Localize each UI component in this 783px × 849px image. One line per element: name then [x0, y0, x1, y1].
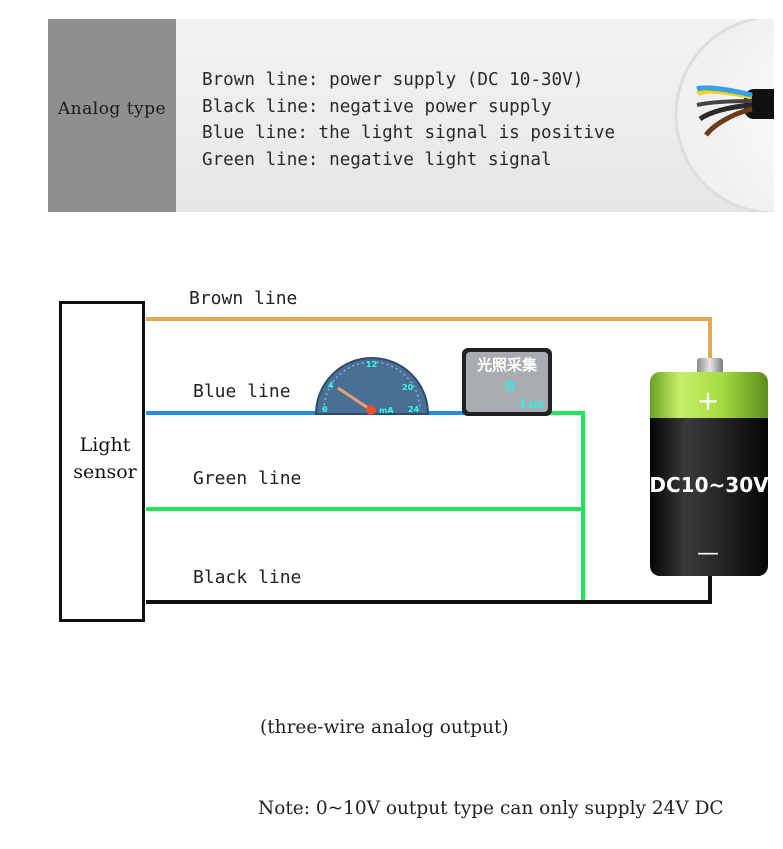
- wire-desc-brown: Brown line: power supply (DC 10-30V): [202, 70, 584, 90]
- green-wire-upper: [540, 411, 585, 600]
- output-note: (three-wire analog output) Note: 0~10V o…: [258, 660, 724, 849]
- blue-line-label: Blue line: [193, 381, 291, 402]
- brown-wire: [146, 317, 712, 372]
- analog-type-tag: Analog type: [48, 19, 176, 212]
- lux-display: 光照采集 0 Lux: [462, 348, 552, 416]
- wire-desc-black: Black line: negative power supply: [202, 96, 552, 117]
- gauge-needle: [337, 386, 372, 412]
- battery: + DC10~30V —: [649, 358, 769, 576]
- gauge-tick-0: 0: [322, 405, 328, 414]
- analog-type-label: Analog type: [57, 99, 167, 119]
- note-line-1: (three-wire analog output): [260, 717, 509, 738]
- light-sensor-label: Light sensor: [73, 434, 137, 483]
- gauge-tick-24: 24: [408, 405, 420, 414]
- gauge-tick-12: 12: [366, 360, 377, 369]
- brown-line-label: Brown line: [189, 288, 298, 309]
- black-wire: [146, 570, 712, 604]
- wiring-diagram: 0 4 12 20 24 mA 光照采集 0 Lux: [146, 317, 769, 604]
- gauge-tick-4: 4: [328, 381, 334, 390]
- gauge-pivot: [366, 405, 376, 415]
- gauge-tick-20: 20: [402, 383, 414, 392]
- cable-photo: [674, 19, 774, 212]
- current-gauge: 0 4 12 20 24 mA: [314, 357, 430, 415]
- battery-plus: +: [696, 384, 719, 417]
- wire-description-list: Brown line: power supply (DC 10-30V) Blac…: [202, 67, 615, 173]
- black-line-label: Black line: [193, 567, 302, 588]
- lux-display-value: 0: [505, 379, 515, 395]
- cable-jacket: [744, 89, 774, 119]
- wire-legend-panel: Analog type Brown line: power supply (DC…: [48, 19, 774, 212]
- note-line-2: Note: 0~10V output type can only supply …: [258, 798, 724, 819]
- green-line-label: Green line: [193, 468, 302, 489]
- wire-desc-green: Green line: negative light signal: [202, 149, 552, 170]
- battery-minus: —: [697, 541, 719, 566]
- light-sensor-box: Light sensor: [59, 301, 145, 622]
- gauge-unit: mA: [379, 406, 394, 415]
- lux-display-unit: Lux: [520, 397, 545, 411]
- battery-label: DC10~30V: [649, 473, 769, 497]
- lux-display-title: 光照采集: [476, 356, 538, 374]
- wire-desc-blue: Blue line: the light signal is positive: [202, 123, 616, 143]
